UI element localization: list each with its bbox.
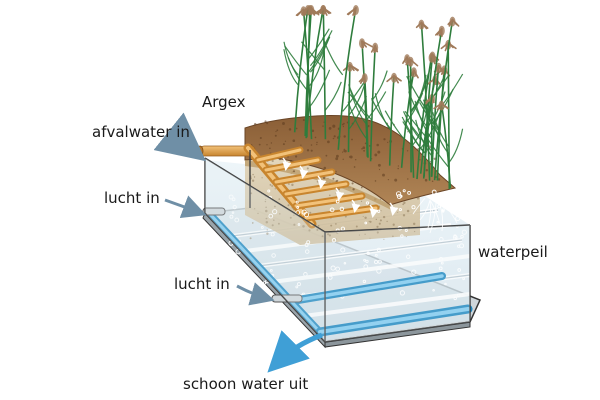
- afvalwater-in-label: afvalwater in: [92, 125, 190, 140]
- lucht-in-top-label: lucht in: [104, 191, 160, 206]
- waterpeil-label: waterpeil: [478, 245, 548, 260]
- lucht-in-top-arrow: [165, 200, 198, 212]
- schoon-water-uit-arrow: [278, 335, 322, 362]
- argex-label: Argex: [202, 95, 246, 110]
- lucht-in-bottom-label: lucht in: [174, 277, 230, 292]
- schoon-water-uit-label: schoon water uit: [183, 377, 308, 392]
- lucht-in-bottom-arrow: [237, 286, 266, 298]
